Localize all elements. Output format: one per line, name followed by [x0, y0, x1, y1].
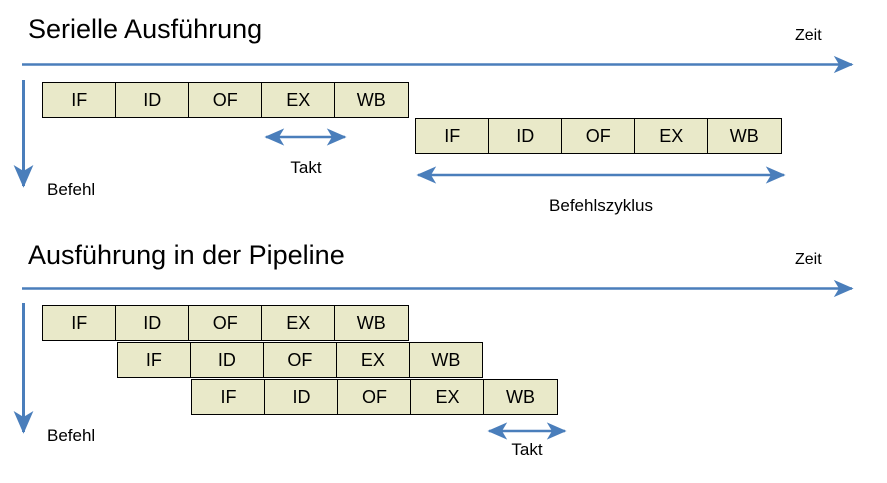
section-title-serial: Serielle Ausführung — [28, 14, 263, 44]
stage-cell: EX — [335, 342, 411, 378]
table-row: IF ID OF EX WB — [415, 118, 782, 154]
stage-cell: ID — [115, 305, 190, 341]
table-row: IF ID OF EX WB — [42, 305, 409, 341]
section-title-pipeline: Ausführung in der Pipeline — [28, 240, 345, 270]
stage-cell: IF — [42, 82, 117, 118]
stage-cell: IF — [116, 342, 192, 378]
stage-cell: IF — [415, 118, 490, 154]
stage-cell: ID — [189, 342, 265, 378]
stage-cell: OF — [337, 379, 412, 415]
table-row: IF ID OF EX WB — [116, 342, 484, 378]
stage-cell: WB — [334, 305, 409, 341]
stage-cell: OF — [188, 82, 263, 118]
stage-cell: WB — [483, 379, 558, 415]
stage-cell: OF — [188, 305, 263, 341]
stage-cell: WB — [334, 82, 409, 118]
table-row: IF ID OF EX WB — [191, 379, 558, 415]
stage-cell: ID — [264, 379, 339, 415]
stage-cell: IF — [191, 379, 266, 415]
stage-cell: EX — [410, 379, 485, 415]
pipeline-time-axis-label: Zeit — [795, 251, 822, 268]
pipeline-instruction-axis-label: Befehl — [47, 426, 96, 445]
stage-cell: EX — [261, 82, 336, 118]
stage-cell: OF — [262, 342, 338, 378]
stage-cell: WB — [408, 342, 484, 378]
table-row: IF ID OF EX WB — [42, 82, 409, 118]
stage-cell: EX — [634, 118, 709, 154]
stage-cell: EX — [261, 305, 336, 341]
serial-befehlszyklus-label: Befehlszyklus — [549, 196, 653, 215]
stage-cell: ID — [488, 118, 563, 154]
stage-cell: WB — [707, 118, 782, 154]
serial-instruction-axis-label: Befehl — [47, 180, 96, 199]
stage-cell: OF — [561, 118, 636, 154]
stage-cell: IF — [42, 305, 117, 341]
pipeline-takt-label: Takt — [511, 440, 543, 459]
serial-time-axis-label: Zeit — [795, 27, 822, 44]
serial-takt-label: Takt — [290, 158, 322, 177]
stage-cell: ID — [115, 82, 190, 118]
